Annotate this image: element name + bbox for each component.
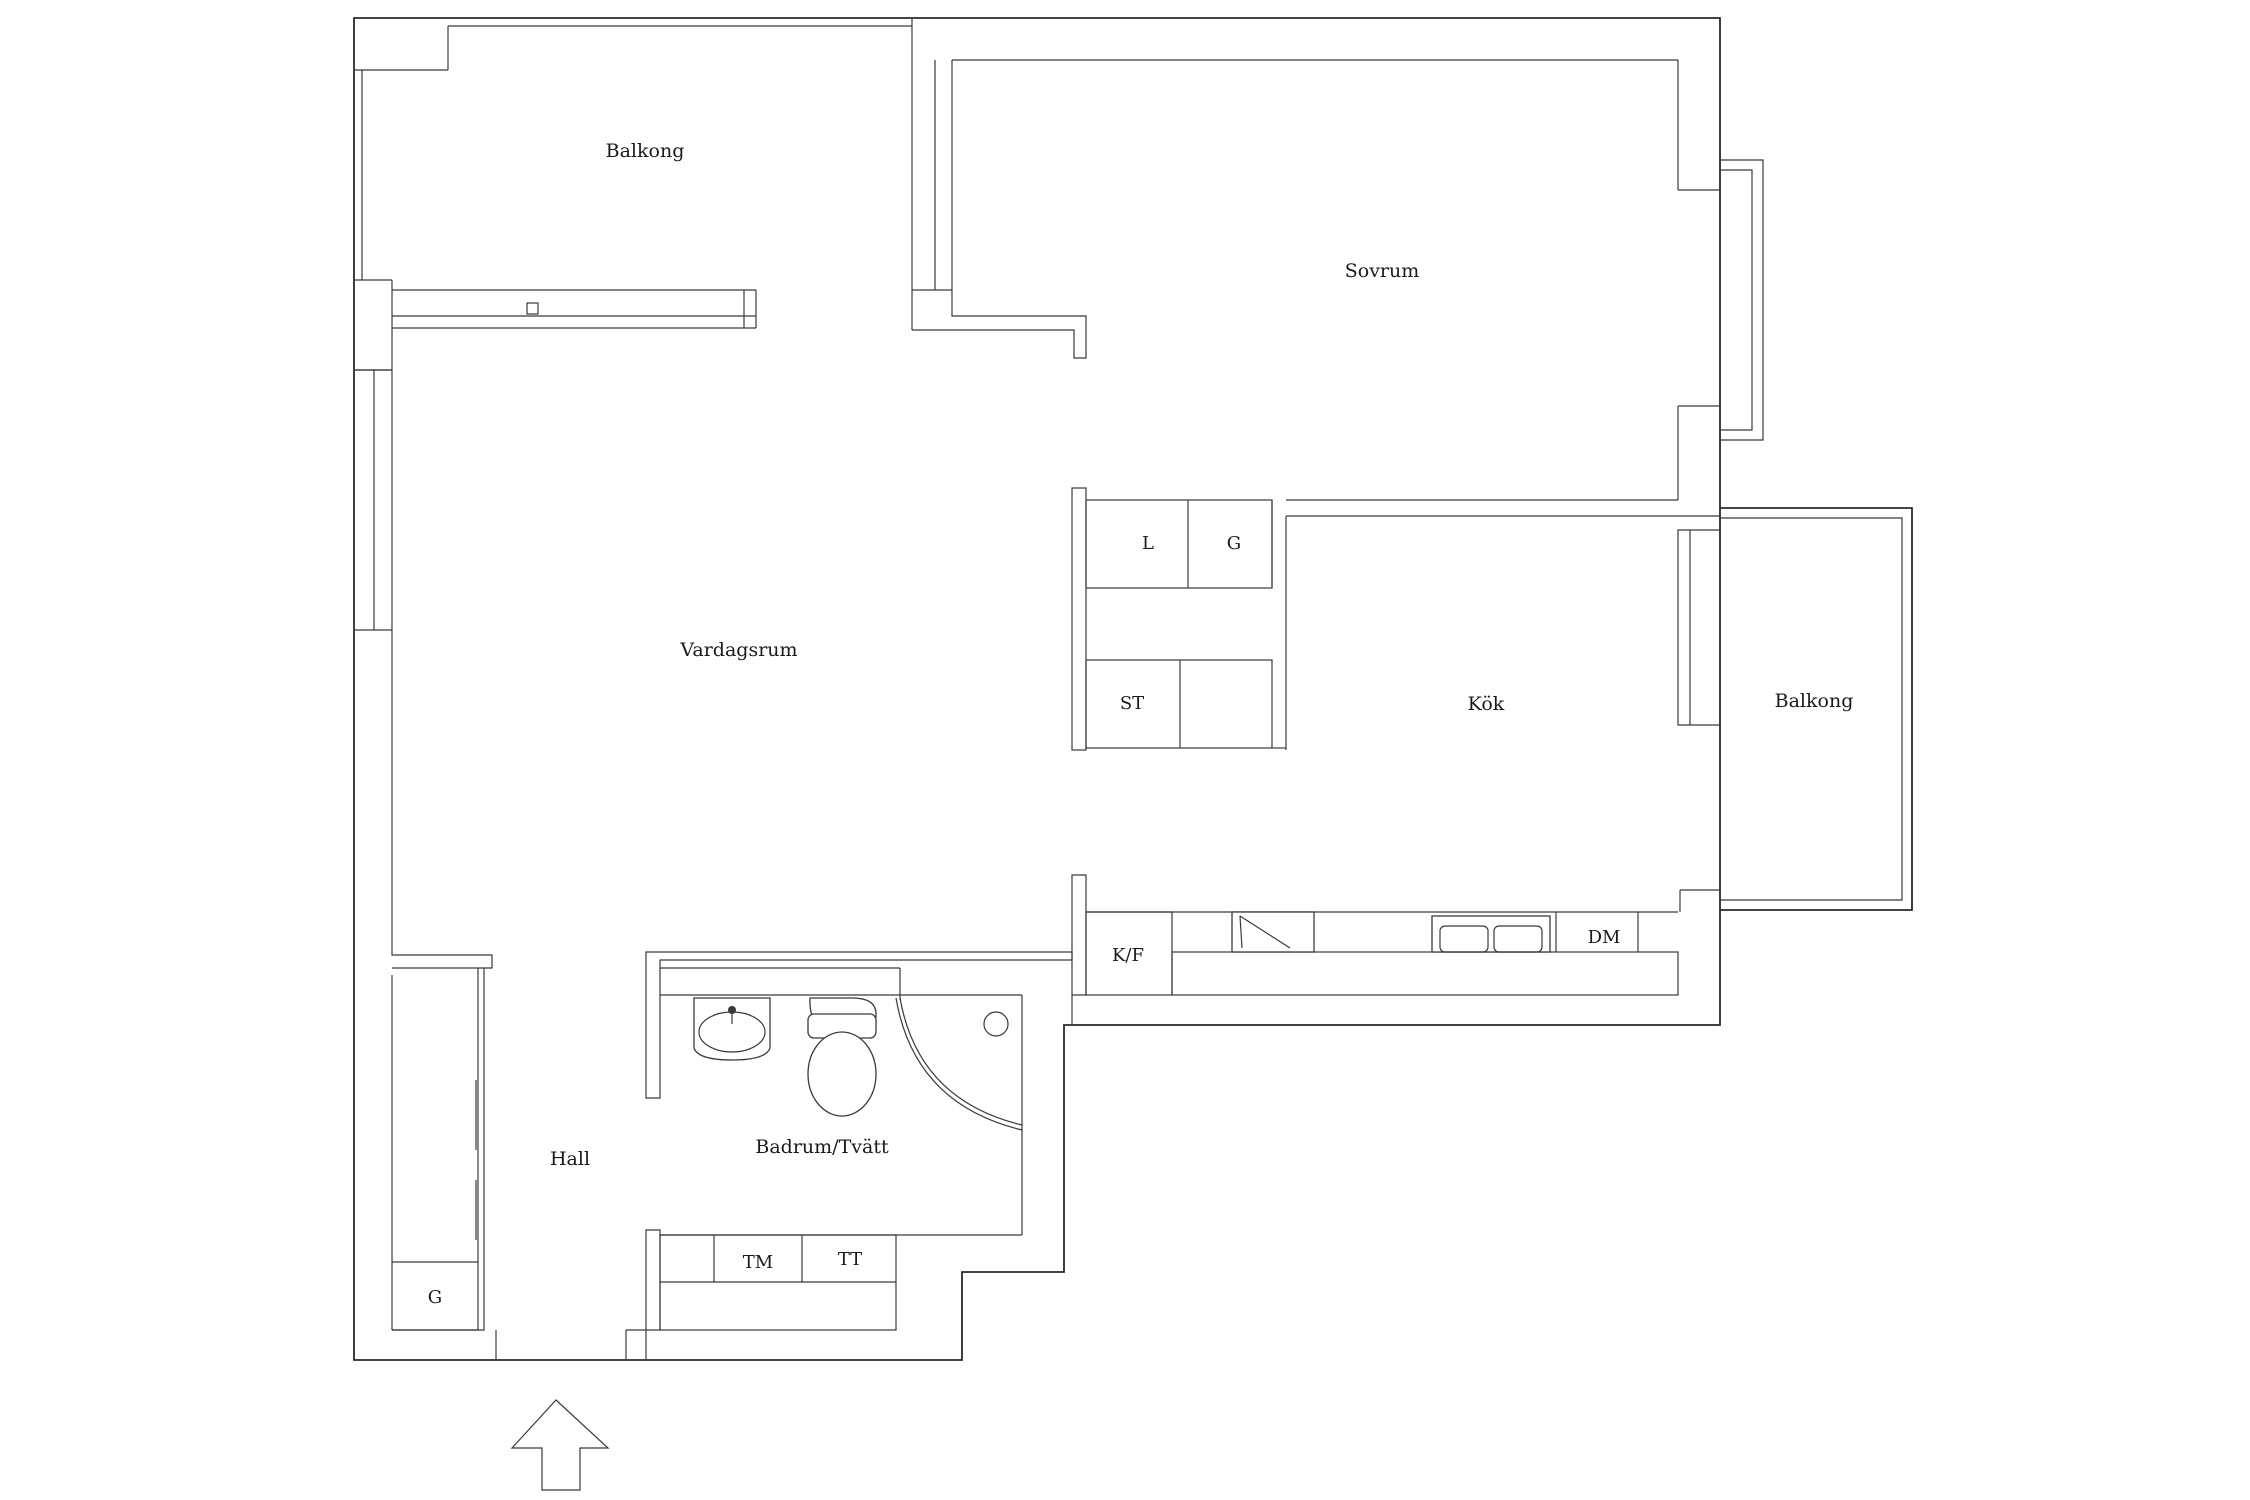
bedroom-structure [911,59,1764,501]
hall-structure [391,630,497,1360]
stove-icon [1231,911,1315,953]
balcony-top-structure [354,18,953,371]
room-label-vardagsrum: Vardagsrum [679,639,797,661]
wardrobes [1071,487,1720,751]
appliance-label-tt: TT [838,1249,862,1270]
kitchen-sink-icon [1431,915,1551,953]
room-label-badrum: Badrum/Tvätt [755,1136,889,1158]
room-label-hall: Hall [550,1148,590,1170]
appliance-label-dm: DM [1588,927,1621,948]
appliance-label-l: L [1142,533,1154,554]
room-label-balkong-right: Balkong [1775,690,1854,712]
bathroom-structure [625,951,1073,1360]
living-window [354,369,393,631]
room-label-balkong-top: Balkong [606,140,685,162]
room-label-sovrum: Sovrum [1345,260,1420,282]
room-label-kok: Kök [1468,693,1505,715]
shower-icon [895,995,1023,1131]
appliance-label-g-hall: G [428,1287,442,1308]
kitchen-structure [1071,507,1913,1025]
appliance-label-tm: TM [743,1252,773,1273]
entrance-arrow-icon [510,1399,610,1491]
appliance-label-g-closet: G [1227,533,1241,554]
outer-walls [353,17,1721,1361]
appliance-label-st: ST [1120,693,1144,714]
sink-icon [693,997,771,1061]
appliance-label-kf: K/F [1112,945,1144,966]
toilet-icon [807,997,877,1117]
